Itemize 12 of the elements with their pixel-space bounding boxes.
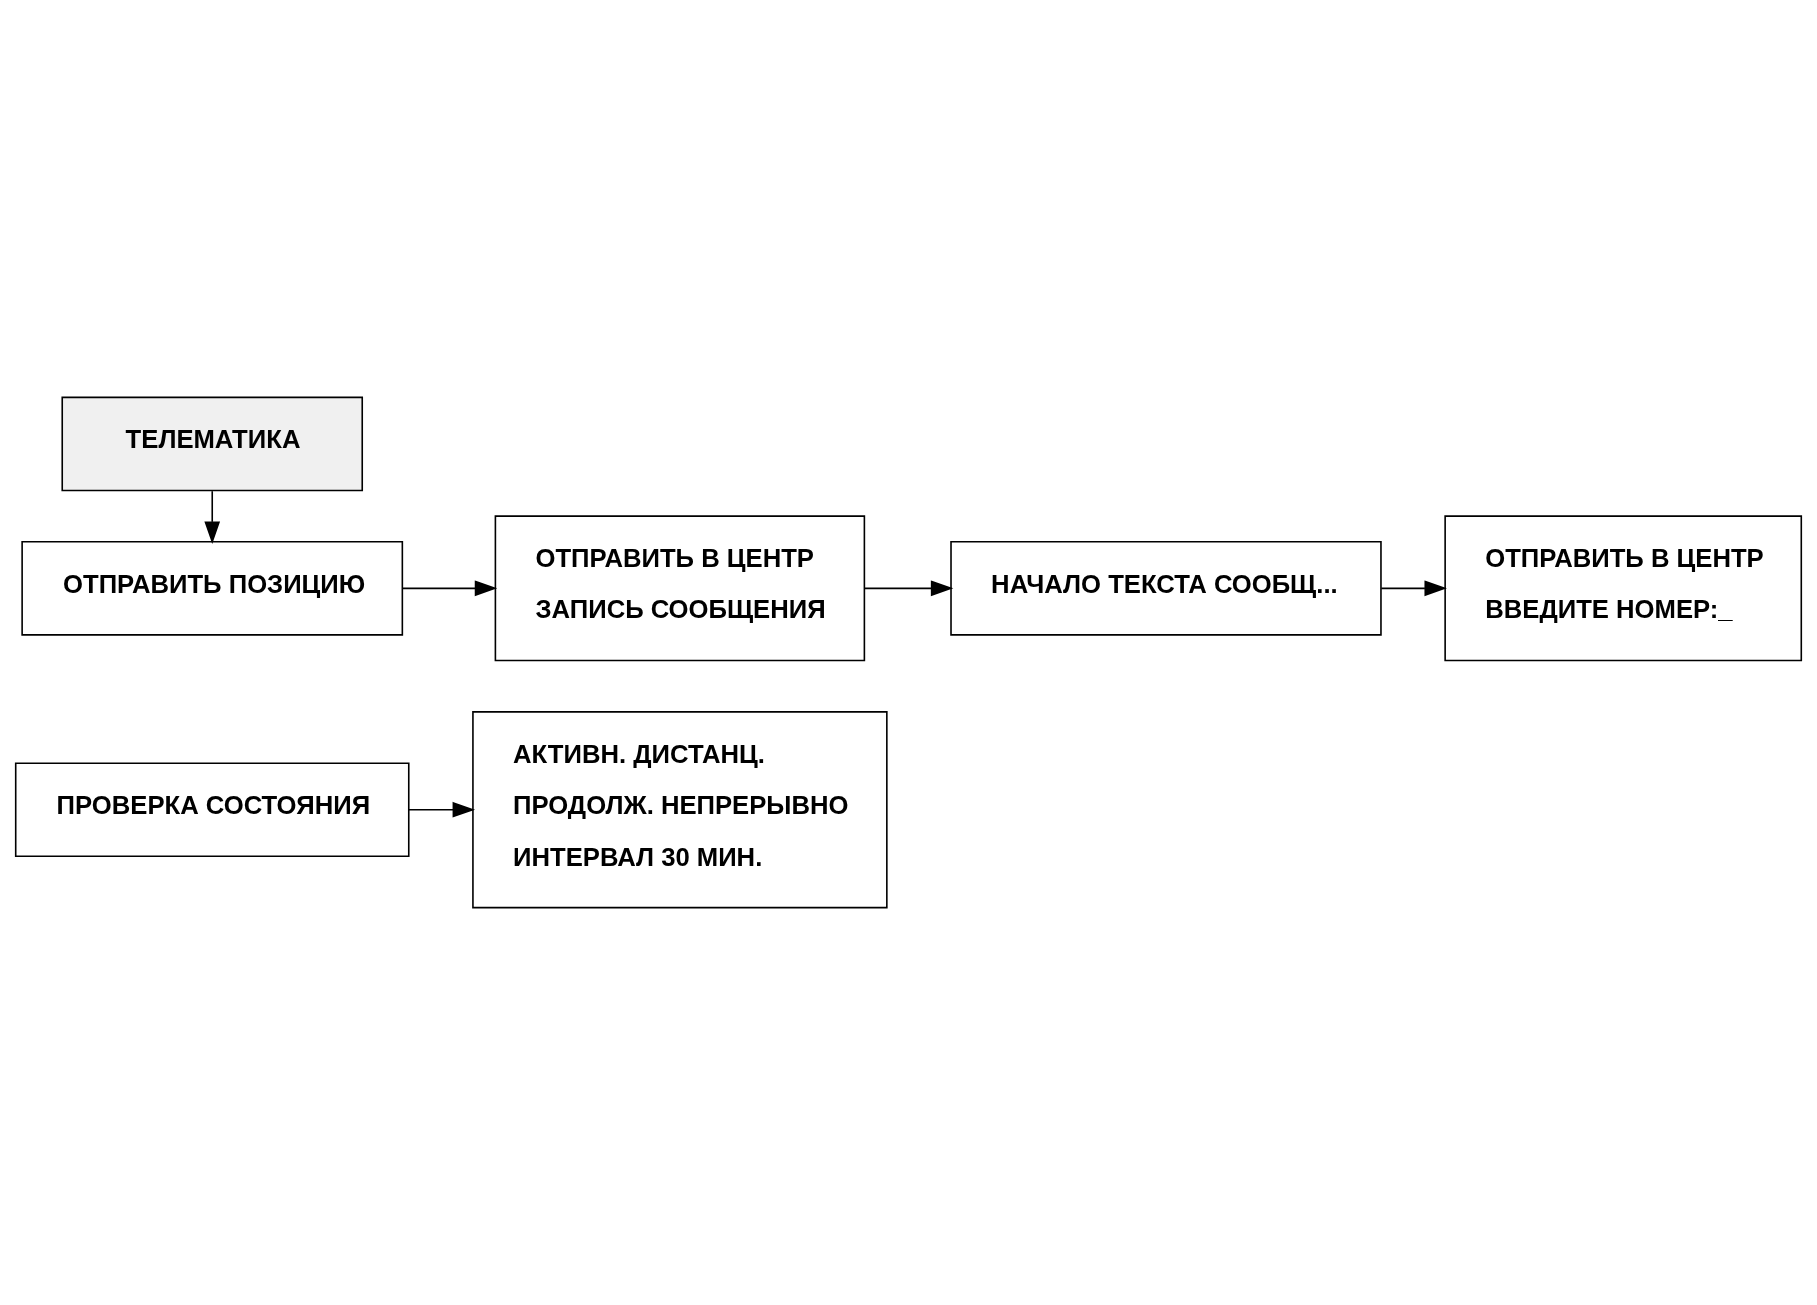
arrow [401,580,498,597]
arrow [863,580,954,597]
node-box: ТЕЛЕМАТИКА [61,396,364,492]
node-box: НАЧАЛО ТЕКСТА СООБЩ... [950,541,1382,636]
arrow [408,801,476,818]
node-box: АКТИВН. ДИСТАНЦ. ПРОДОЛЖ. НЕПРЕРЫВНО ИНТЕРВАЛ 30 МИН. [472,711,888,909]
arrow [204,490,221,544]
node-box: ПРОВЕРКА СОСТОЯНИЯ [14,762,410,858]
node-box: ОТПРАВИТЬ В ЦЕНТР ВВЕДИТЕ НОМЕР:_ [1444,515,1803,662]
node-box: ОТПРАВИТЬ ПОЗИЦИЮ [21,541,404,636]
node-box: ОТПРАВИТЬ В ЦЕНТР ЗАПИСЬ СООБЩЕНИЯ [494,515,866,662]
arrow [1380,580,1447,597]
